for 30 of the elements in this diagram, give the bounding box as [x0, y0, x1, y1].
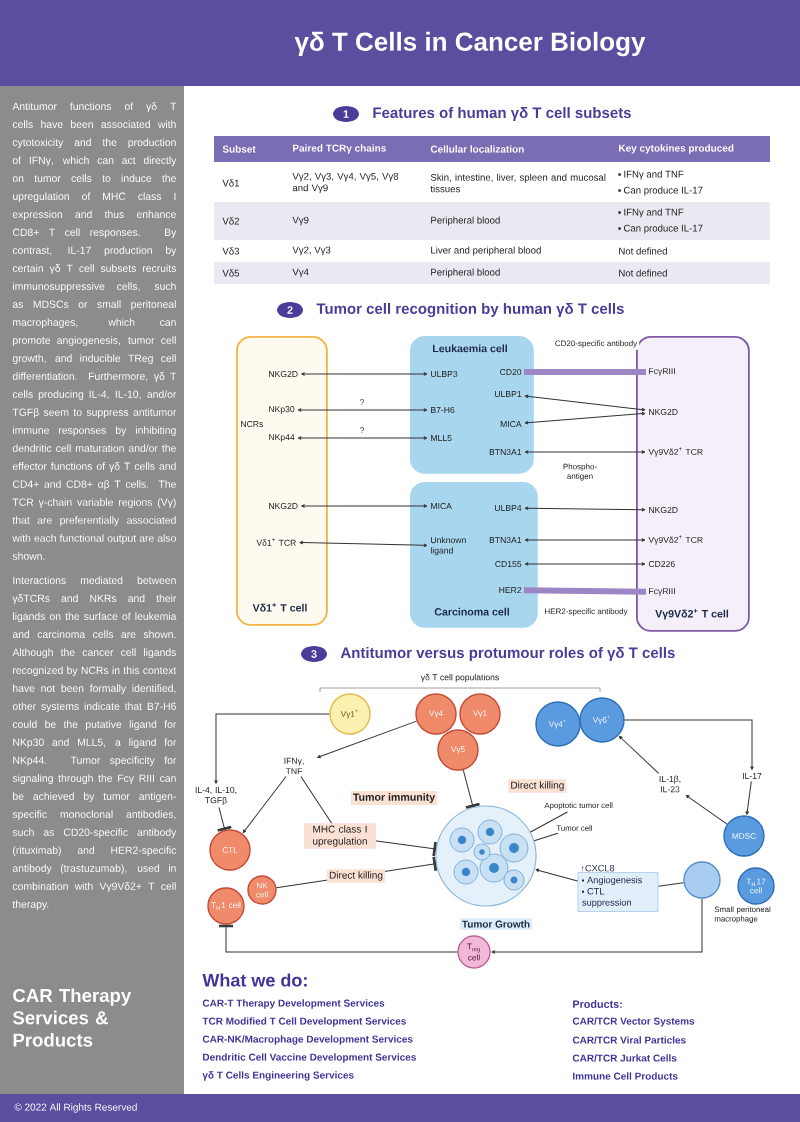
arrow: [301, 372, 428, 376]
arrow: [524, 411, 646, 425]
arrow: [462, 769, 480, 809]
section-heading: What we do:: [202, 973, 307, 987]
tumor-cluster-drawing: [435, 805, 537, 907]
arrow: [219, 924, 458, 953]
arrow: [618, 735, 660, 774]
arrow: [297, 436, 428, 440]
arrow: [624, 719, 754, 771]
arrow: [524, 538, 646, 542]
arrow: [524, 394, 646, 412]
arrow: [217, 806, 232, 832]
arrow: [242, 776, 287, 834]
arrow: [524, 450, 646, 454]
arrow: [524, 506, 646, 512]
arrow: [535, 868, 579, 882]
antibody-link: [524, 369, 646, 375]
arrow: [316, 720, 418, 759]
arrow: [299, 540, 428, 548]
macrophage-cell: [683, 861, 721, 899]
arrow: [491, 898, 703, 954]
arrow: [745, 780, 752, 815]
arrow: [524, 562, 646, 566]
arrow: [214, 713, 330, 784]
side-heading: CAR Therapy Services & Products: [12, 988, 132, 1047]
arrow: [301, 504, 428, 508]
arrow: [297, 408, 428, 412]
title: γδ T Cells in Cancer Biology: [294, 31, 646, 57]
antibody-link: [523, 587, 647, 595]
arrow: [685, 794, 728, 825]
